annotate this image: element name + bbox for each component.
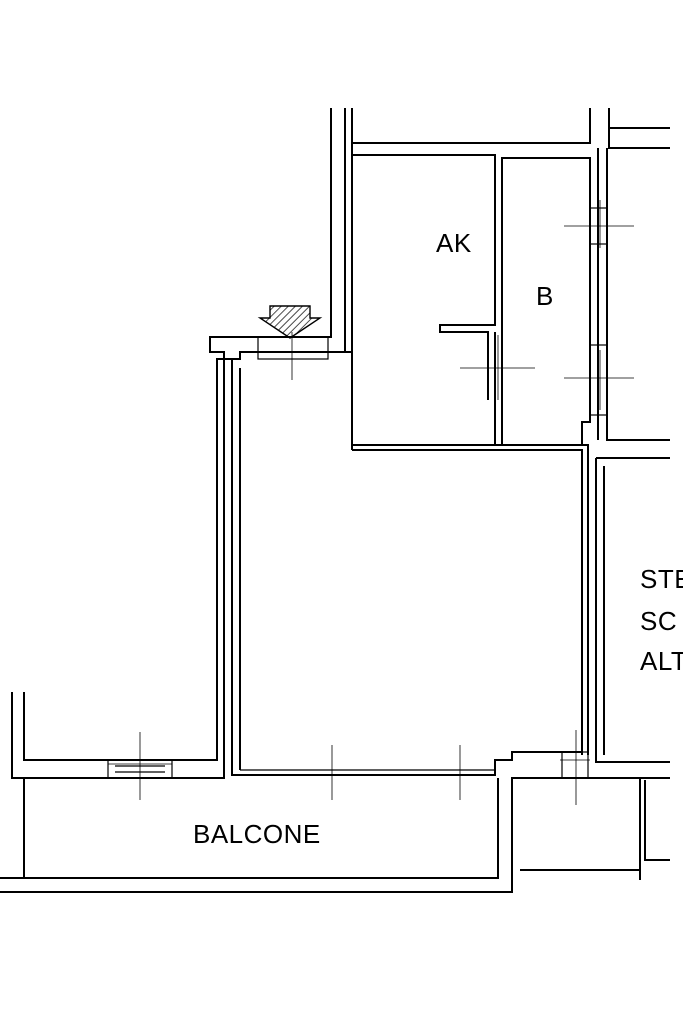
- top-room-walls: [351, 108, 670, 155]
- room-label-ak: AK: [436, 228, 472, 258]
- room-label-b: B: [536, 281, 554, 311]
- room-label-balcone: BALCONE: [193, 819, 321, 849]
- balcony-walls: [0, 777, 670, 893]
- stair-label-line-2: SC: [640, 606, 678, 636]
- windows: [107, 207, 608, 779]
- living-room-walls: [231, 358, 589, 776]
- room-b-walls: [501, 148, 670, 446]
- axis-lines: [108, 200, 634, 805]
- exterior-walls: [11, 108, 353, 779]
- stair-label-line-1: STE: [640, 564, 683, 594]
- stair-label-line-3: ALT: [640, 646, 683, 676]
- entrance-arrow-icon: [257, 305, 323, 339]
- room-ak-walls: [351, 154, 496, 445]
